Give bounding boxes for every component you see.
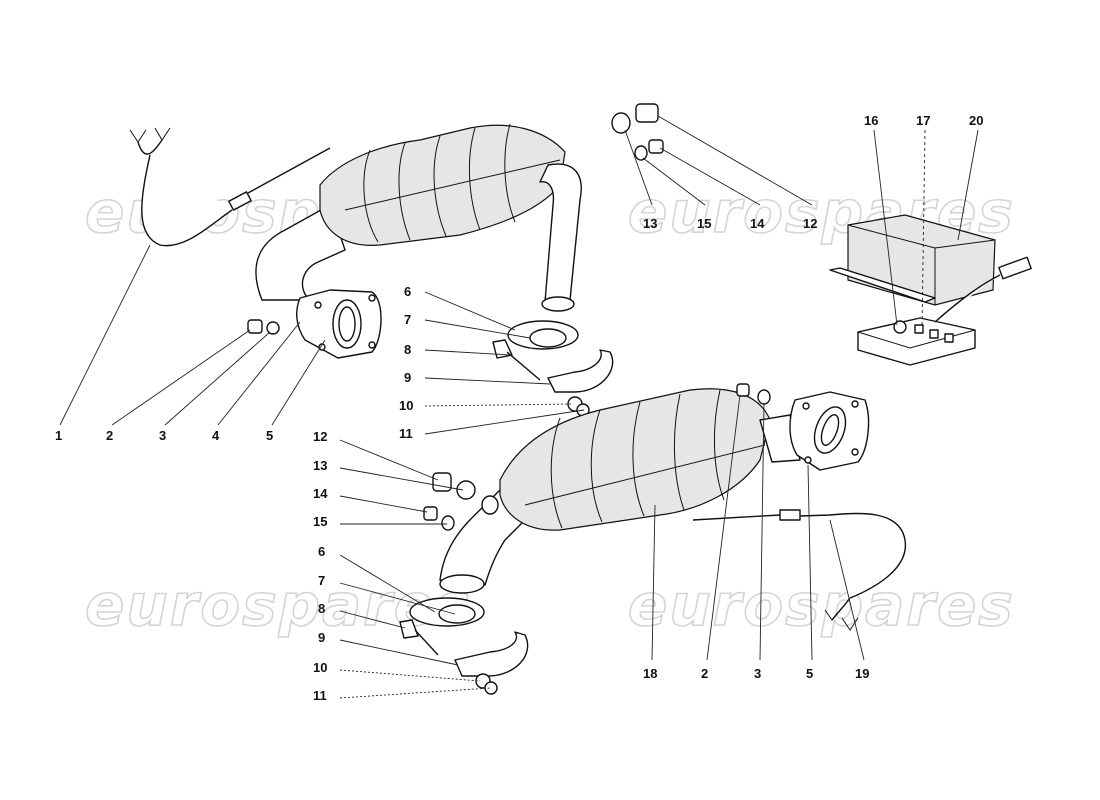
callout-9: 9 [404,370,411,385]
callout-7-lower: 7 [318,573,325,588]
callout-1: 1 [55,428,62,443]
upper-catalytic-converter [255,123,582,359]
upper-nut-and-washer [247,319,280,335]
callout-10: 10 [399,398,413,413]
lower-clamp-set [399,597,529,695]
callout-11: 11 [399,426,413,441]
callout-14: 14 [750,216,765,231]
oxygen-sensor-lower [692,509,906,631]
callout-18: 18 [643,666,657,681]
callout-5-lower: 5 [806,666,813,681]
callout-13: 13 [643,216,657,231]
callout-6: 6 [404,284,411,299]
callout-3: 3 [159,428,166,443]
callout-3-lower: 3 [754,666,761,681]
upper-clamp-set [492,320,614,417]
callout-19: 19 [855,666,869,681]
callout-2: 2 [106,428,113,443]
oxygen-sensor-upper [129,127,331,247]
callout-2-lower: 2 [701,666,708,681]
callout-11-lower: 11 [313,688,327,703]
callout-15-lower: 15 [313,514,327,529]
upper-plugs-and-washers [611,103,664,161]
callout-8: 8 [404,342,411,357]
lower-catalytic-converter [439,388,870,594]
watermark-bottom-right: eurospares [628,571,1015,639]
lower-plugs-and-washers [423,472,476,531]
callout-5: 5 [266,428,273,443]
callout-12-lower: 12 [313,429,327,444]
callout-9-lower: 9 [318,630,325,645]
callout-16: 16 [864,113,878,128]
callout-7: 7 [404,312,411,327]
callout-12: 12 [803,216,817,231]
callout-4: 4 [212,428,220,443]
lower-nut-and-washer [736,383,771,405]
callout-17: 17 [916,113,930,128]
callout-15: 15 [697,216,711,231]
callout-20: 20 [969,113,983,128]
callout-8-lower: 8 [318,601,325,616]
callout-labels: 1 2 3 4 5 6 7 8 9 10 11 13 15 14 12 16 1… [55,113,983,703]
callout-13-lower: 13 [313,458,327,473]
callout-14-lower: 14 [313,486,328,501]
callout-6-lower: 6 [318,544,325,559]
callout-10-lower: 10 [313,660,327,675]
leader-lines [59,115,979,699]
